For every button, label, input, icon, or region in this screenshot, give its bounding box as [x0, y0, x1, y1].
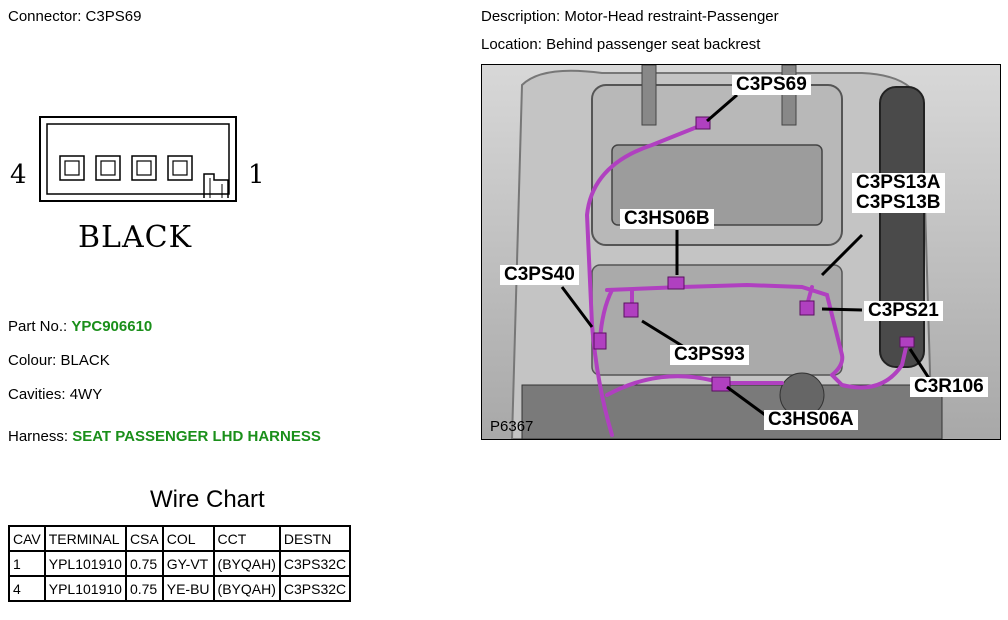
table-cell: (BYQAH): [212, 550, 281, 577]
key-detail: [209, 178, 223, 198]
col-header: TERMINAL: [43, 525, 127, 552]
callout-c3ps21: C3PS21: [864, 301, 943, 321]
cavities-line: Cavities: 4WY: [8, 386, 102, 403]
colour-line: Colour: BLACK: [8, 352, 110, 369]
figure-id: P6367: [490, 418, 533, 435]
col-header: CCT: [212, 525, 281, 552]
col-header: DESTN: [278, 525, 352, 552]
connector-outer-frame: [39, 116, 237, 202]
connector-label: Connector:: [8, 8, 82, 25]
part-no-line: Part No.: YPC906610: [8, 318, 152, 335]
motor-housing: [611, 144, 823, 226]
location-label: Location:: [481, 36, 542, 53]
callout-c3ps93: C3PS93: [670, 345, 749, 365]
location-illustration: P6367 C3PS69 C3PS13A C3PS13B C3HS06B C3P…: [481, 64, 1001, 440]
callout-c3r106: C3R106: [910, 377, 988, 397]
table-cell: C3PS32C: [278, 575, 352, 602]
cavities-value: 4WY: [69, 386, 103, 403]
callout-c3ps13b: C3PS13B: [852, 193, 945, 213]
table-header-row: CAV TERMINAL CSA COL CCT DESTN: [8, 525, 352, 552]
wire-chart-table: CAV TERMINAL CSA COL CCT DESTN 1 YPL1019…: [8, 525, 352, 602]
harness-value: SEAT PASSENGER LHD HARNESS: [72, 428, 321, 445]
connector-line: Connector: C3PS69: [8, 8, 141, 25]
connector-inner-frame: [46, 123, 230, 195]
cavity-1: [167, 155, 193, 181]
pin-label-left: 4: [10, 160, 27, 190]
side-bolster: [879, 86, 925, 368]
col-header: CAV: [8, 525, 46, 552]
pin-label-right: 1: [248, 160, 265, 190]
wire-chart-title: Wire Chart: [150, 486, 265, 513]
table-cell: C3PS32C: [278, 550, 352, 577]
callout-c3hs06a: C3HS06A: [764, 410, 858, 430]
part-no-value: YPC906610: [71, 318, 153, 335]
callout-c3ps69: C3PS69: [732, 75, 811, 95]
connector-color-label: BLACK: [78, 220, 192, 255]
table-cell: YE-BU: [161, 575, 215, 602]
part-no-label: Part No.:: [8, 318, 68, 335]
harness-label: Harness:: [8, 428, 69, 445]
table-cell: YPL101910: [43, 550, 127, 577]
description-value: Motor-Head restraint-Passenger: [564, 8, 779, 25]
location-line: Location: Behind passenger seat backrest: [481, 36, 760, 53]
location-value: Behind passenger seat backrest: [546, 36, 761, 53]
connector-face-diagram: 4 1 BLACK: [10, 116, 265, 255]
callout-c3ps40: C3PS40: [500, 265, 579, 285]
seat-base-rail: [521, 384, 943, 439]
col-header: COL: [161, 525, 215, 552]
table-row: 4 YPL101910 0.75 YE-BU (BYQAH) C3PS32C: [8, 575, 352, 602]
cavity-4: [59, 155, 85, 181]
table-cell: (BYQAH): [212, 575, 281, 602]
callout-c3hs06b: C3HS06B: [620, 209, 714, 229]
cavities-label: Cavities:: [8, 386, 66, 403]
table-row: 1 YPL101910 0.75 GY-VT (BYQAH) C3PS32C: [8, 550, 352, 577]
callout-c3ps13a: C3PS13A: [852, 173, 945, 193]
seat-harness-drawing: P6367: [482, 65, 1000, 439]
colour-value: BLACK: [60, 352, 110, 369]
cavity-2: [131, 155, 157, 181]
description-line: Description: Motor-Head restraint-Passen…: [481, 8, 779, 25]
table-cell: 0.75: [124, 550, 164, 577]
description-label: Description:: [481, 8, 561, 25]
table-cell: GY-VT: [161, 550, 215, 577]
harness-line: Harness: SEAT PASSENGER LHD HARNESS: [8, 428, 321, 445]
table-cell: 4: [8, 575, 46, 602]
cavity-3: [95, 155, 121, 181]
connector-value: C3PS69: [85, 8, 142, 25]
colour-label: Colour:: [8, 352, 57, 369]
table-cell: 1: [8, 550, 46, 577]
polarization-key: [203, 173, 229, 198]
col-header: CSA: [124, 525, 164, 552]
table-cell: YPL101910: [43, 575, 127, 602]
table-cell: 0.75: [124, 575, 164, 602]
headrest-post-left: [641, 65, 657, 126]
